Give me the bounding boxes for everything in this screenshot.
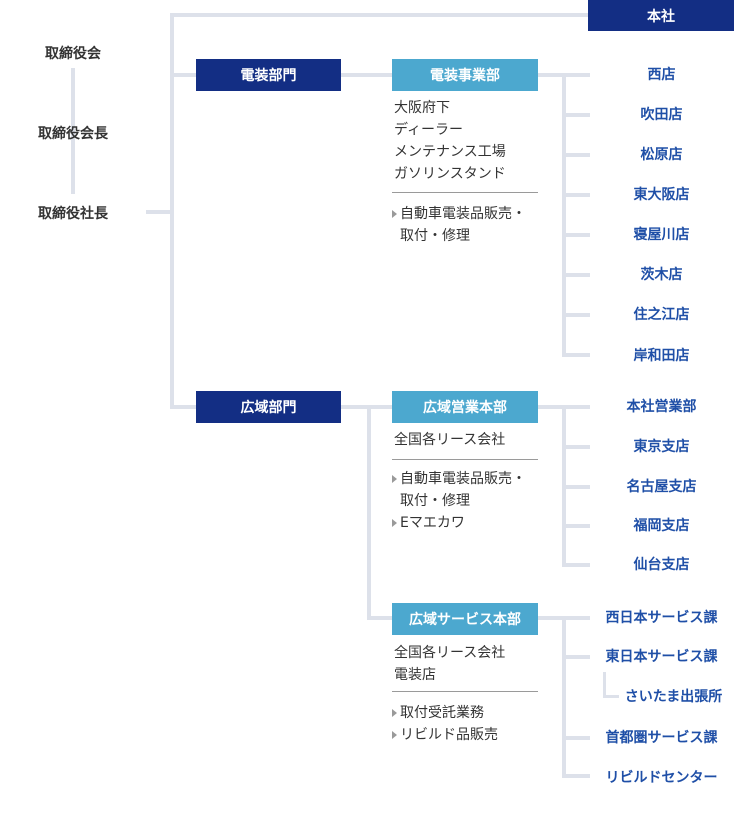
head-office-box: 本社 [588,0,734,31]
bullet-line-continued: 取付・修理 [392,490,526,512]
spine-to-div1-line [172,73,198,77]
bullet-triangle-icon [392,519,397,527]
branch-rebuild-center: リビルドセンター [605,770,718,786]
branch-tick [562,524,590,528]
branch-higashinihon-service: 東日本サービス課 [605,649,718,665]
branch-tick [562,193,590,197]
unit1-divider [392,192,538,193]
unit3-services: 取付受託業務 リビルド品販売 [392,702,498,746]
branch-nagoya: 名古屋支店 [626,479,697,495]
unit3-divider [392,691,538,692]
spine-to-div2-line [172,405,198,409]
branch-sendai: 仙台支店 [633,557,690,573]
branch-fukuoka: 福岡支店 [633,518,690,534]
unit3-customers: 全国各リース会社 電装店 [394,642,505,686]
exec-chairman: 取締役会長 [38,126,108,142]
main-spine-line [170,13,174,409]
branch-honsha-eigyobu: 本社営業部 [626,399,697,415]
branch-tick [562,273,590,277]
bullet-line: 自動車電装品販売・ [392,203,526,225]
unit-koiki-service-box: 広域サービス本部 [392,603,538,635]
branch-tick [562,445,590,449]
exec-chain-line [71,68,75,194]
branch-ibaraki: 茨木店 [640,267,683,283]
desc-line: 全国各リース会社 [394,645,506,661]
division-koiki-box: 広域部門 [196,391,341,423]
desc-line: 全国各リース会社 [394,432,506,448]
division-denso-box: 電装部門 [196,59,341,91]
bullet-text: 自動車電装品販売・ [400,471,526,487]
branch-nishinihon-service: 西日本サービス課 [605,610,718,626]
branch-tick [562,736,590,740]
sub-office-vertical-line [603,672,606,698]
branch-tick [562,655,590,659]
desc-line: ガソリンスタンド [394,166,506,182]
unit3-spine-line [562,616,566,778]
sub-office-horizontal-line [603,695,619,698]
bullet-triangle-icon [392,709,397,717]
bullet-text: 取付受託業務 [400,705,484,721]
top-connector-line [170,13,590,17]
bullet-triangle-icon [392,731,397,739]
bullet-line: リビルド品販売 [392,724,498,746]
exec-to-spine-line [146,210,172,214]
bullet-line: 自動車電装品販売・ [392,468,526,490]
branch-kishiwada: 岸和田店 [633,348,690,364]
div1-to-unit1-line [341,73,393,77]
div2-to-unit3-line [367,616,393,620]
branch-tick [562,153,590,157]
unit1-customers: 大阪府下 ディーラー メンテナンス工場 ガソリンスタンド [394,97,506,185]
exec-board: 取締役会 [45,46,101,62]
bullet-triangle-icon [392,475,397,483]
bullet-text: 取付・修理 [400,493,470,509]
desc-line: 電装店 [394,667,436,683]
unit2-divider [392,459,538,460]
desc-line: ディーラー [394,122,464,138]
branch-tick [562,233,590,237]
unit2-services: 自動車電装品販売・ 取付・修理 Eマエカワ [392,468,526,534]
branch-matsubara: 松原店 [640,147,683,163]
bullet-text: リビルド品販売 [400,727,498,743]
branch-suita: 吹田店 [640,107,683,123]
branch-saitama-office: さいたま出張所 [624,689,723,705]
unit1-spine-line [562,73,566,357]
bullet-line: Eマエカワ [392,512,526,534]
branch-nishi: 西店 [647,67,676,83]
bullet-triangle-icon [392,210,397,218]
branch-higashiosaka: 東大阪店 [633,187,690,203]
branch-neyagawa: 寝屋川店 [633,227,690,243]
exec-president: 取締役社長 [38,206,108,222]
branch-tick [562,353,590,357]
branch-tick [562,313,590,317]
bullet-line-continued: 取付・修理 [392,225,526,247]
branch-tokyo: 東京支店 [633,439,690,455]
branch-tick [562,563,590,567]
unit-denso-jigyobu-box: 電装事業部 [392,59,538,91]
branch-shutoken-service: 首都圏サービス課 [605,730,718,746]
bullet-text: 自動車電装品販売・ [400,206,526,222]
bullet-text: Eマエカワ [400,515,465,531]
unit2-customers: 全国各リース会社 [394,429,505,451]
unit1-services: 自動車電装品販売・ 取付・修理 [392,203,526,247]
bullet-text: 取付・修理 [400,228,470,244]
branch-tick [562,113,590,117]
unit-koiki-eigyo-box: 広域営業本部 [392,391,538,423]
branch-tick [562,485,590,489]
bullet-line: 取付受託業務 [392,702,498,724]
branch-suminoe: 住之江店 [633,307,690,323]
branch-tick [562,774,590,778]
desc-line: 大阪府下 [394,100,450,116]
desc-line: メンテナンス工場 [394,144,506,160]
div2-spine-line [367,405,371,620]
